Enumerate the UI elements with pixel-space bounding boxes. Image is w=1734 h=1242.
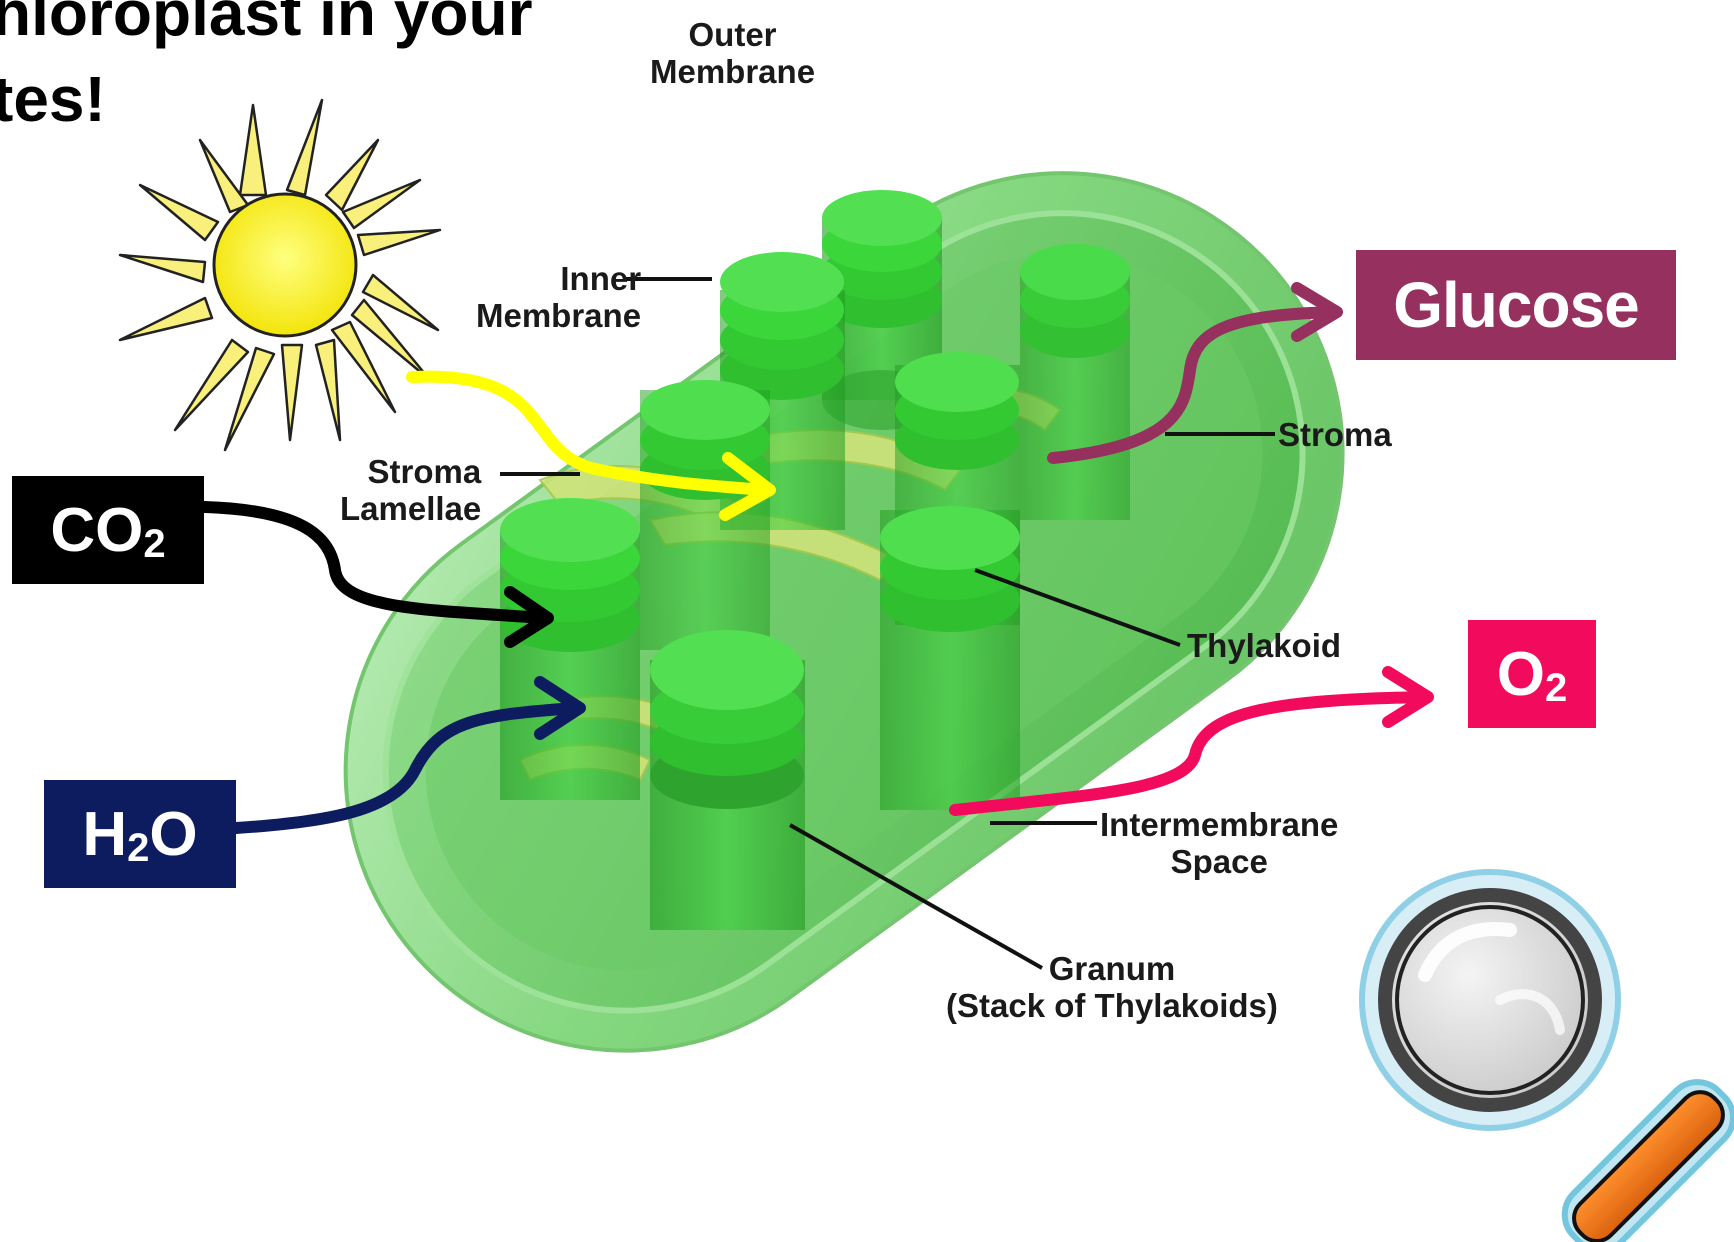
- sun-icon: [120, 100, 440, 450]
- label-inner-membrane: Inner Membrane: [476, 260, 641, 334]
- magnifying-glass-icon: [1362, 872, 1734, 1242]
- h2o-text-h: H: [82, 799, 127, 870]
- label-intermembrane-space: Intermembrane Space: [1100, 806, 1338, 880]
- granum-stack: [1020, 244, 1130, 520]
- granum-stack: [640, 380, 770, 650]
- glucose-box: Glucose: [1356, 250, 1676, 360]
- glucose-text: Glucose: [1393, 268, 1639, 342]
- label-stroma: Stroma: [1278, 416, 1392, 453]
- o2-text: O: [1497, 639, 1545, 710]
- title-line-2: tes!: [0, 56, 532, 142]
- title-line-1: hloroplast in your: [0, 0, 532, 56]
- granum-stack: [650, 630, 805, 930]
- label-thylakoid: Thylakoid: [1187, 627, 1341, 664]
- granum-stack: [880, 506, 1020, 810]
- label-outer-membrane: Outer Membrane: [650, 16, 815, 90]
- co2-text: CO: [50, 495, 143, 566]
- h2o-text-o: O: [149, 799, 197, 870]
- page-title: hloroplast in your tes!: [0, 0, 532, 142]
- label-granum: Granum (Stack of Thylakoids): [946, 950, 1278, 1024]
- label-stroma-lamellae: Stroma Lamellae: [340, 453, 481, 527]
- granum-stack: [500, 498, 640, 800]
